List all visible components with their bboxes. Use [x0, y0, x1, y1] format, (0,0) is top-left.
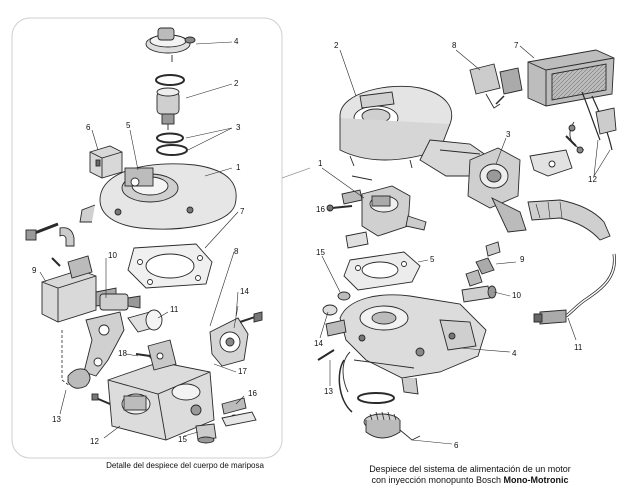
- o-ring: [357, 392, 395, 404]
- part-label-15: 15: [316, 248, 325, 257]
- fitting: [195, 423, 217, 444]
- part-label-7: 7: [240, 207, 245, 216]
- fitting: [461, 285, 497, 303]
- part-label-13: 13: [324, 387, 333, 396]
- wiring-harness: [565, 91, 617, 154]
- plunger: [99, 293, 141, 311]
- part-label-5: 5: [430, 255, 435, 264]
- part-label-9: 9: [520, 255, 525, 264]
- fuel-system-exploded: [317, 45, 617, 445]
- part-label-12: 12: [588, 175, 597, 184]
- elbow-fitting: [59, 227, 75, 247]
- part-label-15: 15: [178, 435, 187, 444]
- part-label-8: 8: [452, 41, 457, 50]
- right-caption-line2-prefix: con inyección monopunto Bosch: [371, 475, 504, 485]
- part-label-11: 11: [170, 305, 179, 314]
- bolt: [317, 349, 335, 361]
- right-caption-line2-bold: Mono-Motronic: [503, 475, 569, 485]
- connector-block: [89, 145, 123, 179]
- part-label-4: 4: [512, 349, 517, 358]
- sleeve: [127, 309, 163, 333]
- throttle-body-exploded: [25, 27, 263, 444]
- throttle-potentiometer: [209, 311, 263, 367]
- harness-connector: [469, 63, 523, 109]
- throttle-body-lower: [107, 339, 215, 441]
- part-label-6: 6: [454, 441, 459, 450]
- part-label-12: 12: [90, 437, 99, 446]
- throttle-unit: [341, 175, 427, 237]
- part-label-11: 11: [574, 343, 583, 352]
- part-label-1: 1: [236, 163, 241, 172]
- ecu-module: [527, 49, 615, 107]
- part-label-14: 14: [314, 339, 323, 348]
- part-label-5: 5: [126, 121, 131, 130]
- hose-clamp: [322, 291, 351, 316]
- preheating-element: [363, 411, 421, 441]
- lever-bracket: [67, 311, 125, 389]
- lambda-sensor: [533, 253, 616, 325]
- part-label-2: 2: [334, 41, 339, 50]
- clip: [221, 411, 257, 427]
- screw: [91, 393, 111, 405]
- right-caption-line1: Despiece del sistema de alimentación de …: [369, 464, 571, 474]
- air-intake-box: [467, 147, 527, 233]
- part-label-1: 1: [318, 159, 323, 168]
- assembly-axis: [61, 330, 71, 387]
- part-label-3: 3: [236, 123, 241, 132]
- gasket: [127, 243, 213, 289]
- o-ring: [156, 132, 184, 144]
- part-label-13: 13: [52, 415, 61, 424]
- intake-gasket: [343, 251, 421, 291]
- part-label-16: 16: [248, 389, 257, 398]
- part-label-18: 18: [118, 349, 127, 358]
- injector: [156, 87, 180, 130]
- throttle-housing-upper: [79, 163, 237, 230]
- o-ring: [156, 144, 188, 156]
- part-label-6: 6: [86, 123, 91, 132]
- air-hose: [527, 199, 611, 241]
- part-label-14: 14: [240, 287, 249, 296]
- part-label-10: 10: [108, 251, 117, 260]
- intake-manifold: [325, 294, 487, 395]
- connector-line: [281, 167, 311, 179]
- leader-lines: [39, 41, 245, 439]
- temperature-sensor: [465, 241, 501, 287]
- air-filter-housing: [339, 85, 452, 169]
- left-panel-caption: Detalle del despiece del cuerpo de marip…: [106, 461, 264, 470]
- part-label-8: 8: [234, 247, 239, 256]
- bolt: [25, 222, 59, 241]
- part-label-17: 17: [238, 367, 247, 376]
- vacuum-pipe: [338, 359, 353, 413]
- injector-cap: [145, 27, 196, 62]
- part-label-10: 10: [512, 291, 521, 300]
- part-label-2: 2: [234, 79, 239, 88]
- bolt: [326, 204, 353, 212]
- o-ring: [155, 74, 185, 86]
- part-label-3: 3: [506, 130, 511, 139]
- part-label-7: 7: [514, 41, 519, 50]
- right-caption-line2: con inyección monopunto Bosch Mono-Motro…: [320, 475, 620, 486]
- small-bracket: [345, 231, 369, 249]
- part-label-16: 16: [316, 205, 325, 214]
- right-panel-caption: Despiece del sistema de alimentación de …: [320, 464, 620, 486]
- leader-lines: [319, 45, 611, 445]
- part-label-9: 9: [32, 266, 37, 275]
- mounting-bracket: [529, 149, 573, 177]
- part-label-4: 4: [234, 37, 239, 46]
